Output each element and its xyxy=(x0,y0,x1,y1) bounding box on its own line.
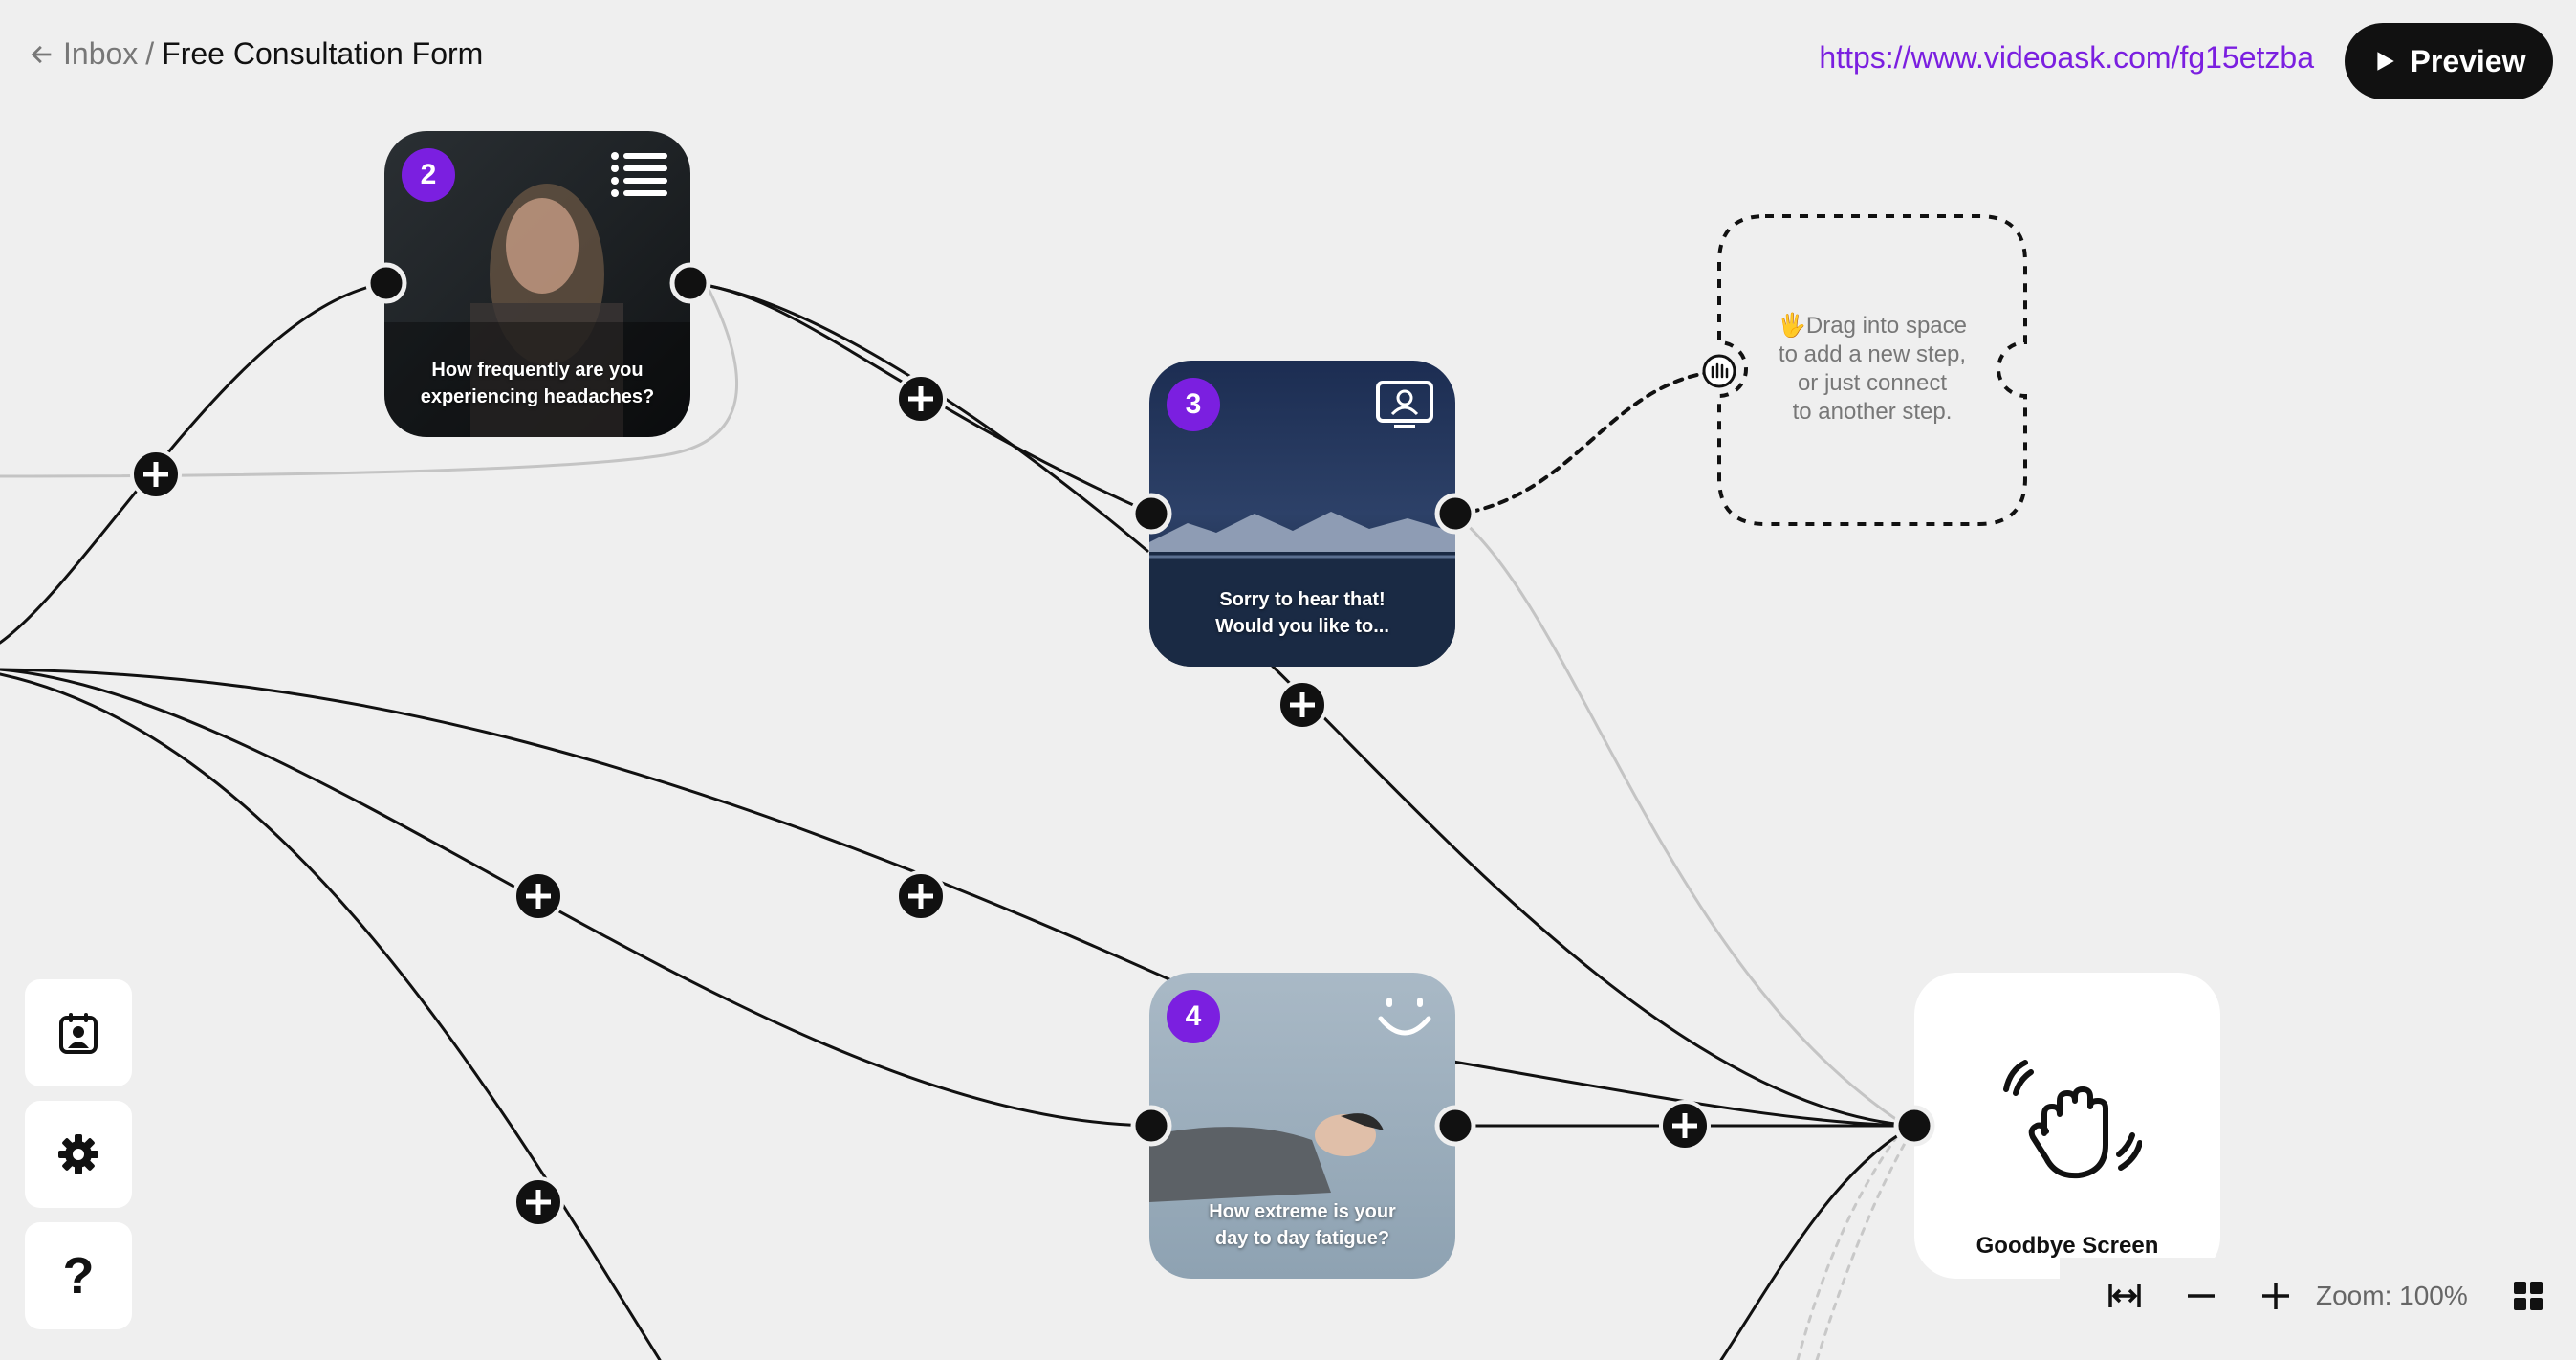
dropzone-line: Drag into space xyxy=(1805,313,1967,339)
step-card-2[interactable]: 2 How frequently are you experiencing he… xyxy=(384,131,690,437)
goodbye-screen-label: Goodbye Screen xyxy=(1976,1233,2159,1259)
add-step-button[interactable] xyxy=(513,1176,564,1228)
add-step-button[interactable] xyxy=(895,870,947,922)
connection-line xyxy=(1796,1127,1905,1360)
add-step-button[interactable] xyxy=(1277,679,1328,731)
list-icon xyxy=(611,152,667,197)
step-caption: How extreme is your day to day fatigue? xyxy=(1168,1198,1436,1252)
plus-icon xyxy=(2262,1283,2289,1309)
step-number-badge: 3 xyxy=(1167,378,1220,431)
back-to-inbox-link[interactable]: Inbox xyxy=(29,36,138,72)
step-card-4[interactable]: 4 How extreme is your day to day fatigue… xyxy=(1149,973,1455,1279)
add-step-button[interactable] xyxy=(130,449,182,500)
connection-line xyxy=(1452,1060,1916,1128)
pending-connection xyxy=(1453,369,1721,516)
dropzone-outline xyxy=(1717,214,2027,526)
contact-card-icon xyxy=(59,1013,98,1054)
caption-line: day to day fatigue? xyxy=(1214,1228,1390,1249)
contact-screen-icon xyxy=(1376,381,1433,428)
minus-icon xyxy=(2188,1294,2215,1298)
connection-line xyxy=(0,281,388,645)
settings-button[interactable] xyxy=(25,1101,132,1208)
play-icon xyxy=(2376,52,2394,71)
step-video-thumbnail xyxy=(1149,361,1455,667)
contacts-button[interactable] xyxy=(25,979,132,1086)
fit-to-screen-button[interactable] xyxy=(2100,1271,2150,1321)
connection-line xyxy=(1453,513,1905,1126)
hand-icon: 🖐 xyxy=(1778,313,1806,339)
connection-line xyxy=(1719,1124,1916,1360)
zoom-in-button[interactable] xyxy=(2251,1271,2301,1321)
caption-line: How frequently are you xyxy=(431,360,644,381)
connection-line xyxy=(1815,1136,1910,1360)
share-url-link[interactable]: https://www.videoask.com/fg15etzba xyxy=(1819,40,2314,75)
connection-line xyxy=(0,668,1173,982)
connection-line xyxy=(0,672,662,1360)
add-step-button[interactable] xyxy=(1659,1100,1711,1152)
caption-line: Sorry to hear that! xyxy=(1219,589,1386,610)
help-button[interactable]: ? xyxy=(25,1222,132,1329)
zoom-out-button[interactable] xyxy=(2176,1271,2226,1321)
caption-line: Would you like to... xyxy=(1215,616,1389,637)
preview-label: Preview xyxy=(2410,43,2526,78)
connection-line xyxy=(0,285,738,478)
add-step-button[interactable] xyxy=(895,373,947,425)
dropzone-line: to add a new step, xyxy=(1778,341,1967,367)
step-number-badge: 4 xyxy=(1167,990,1220,1043)
page-title[interactable]: Free Consultation Form xyxy=(162,36,484,71)
smile-scale-icon xyxy=(1378,998,1431,1036)
step-caption: Sorry to hear that! Would you like to... xyxy=(1168,586,1436,640)
step-card-3[interactable]: 3 Sorry to hear that! Would you like to.… xyxy=(1149,361,1455,667)
dropzone-line: to another step. xyxy=(1792,399,1953,425)
breadcrumb-separator: / xyxy=(145,36,155,71)
new-step-dropzone[interactable]: 🖐Drag into space to add a new step, or j… xyxy=(1719,214,2025,524)
help-icon: ? xyxy=(62,1247,95,1305)
zoom-toolbar: Zoom: 100% xyxy=(2060,1258,2576,1334)
goodbye-screen-card[interactable]: Goodbye Screen xyxy=(1914,973,2220,1279)
add-step-button[interactable] xyxy=(513,870,564,922)
waving-hand-icon xyxy=(2003,1060,2142,1179)
caption-line: experiencing headaches? xyxy=(420,386,655,407)
caption-line: How extreme is your xyxy=(1209,1201,1396,1222)
back-label: Inbox xyxy=(63,36,139,71)
breadcrumb: Inbox / Free Consultation Form xyxy=(29,36,483,72)
zoom-level-label: Zoom: 100% xyxy=(2316,1281,2468,1310)
dropzone-line: or just connect xyxy=(1797,370,1948,396)
dropzone-hint: 🖐Drag into space to add a new step, or j… xyxy=(1767,312,1977,427)
preview-button[interactable]: Preview xyxy=(2345,23,2553,99)
arrow-left-icon xyxy=(31,45,52,63)
connection-line xyxy=(1262,656,1916,1128)
step-number-badge: 2 xyxy=(402,148,455,202)
layout-toggle-button[interactable] xyxy=(2503,1271,2553,1321)
grid-layout-icon xyxy=(2514,1282,2543,1310)
fit-width-icon xyxy=(2108,1284,2141,1307)
step-caption: How frequently are you experiencing head… xyxy=(404,357,671,410)
gear-icon xyxy=(58,1134,98,1174)
